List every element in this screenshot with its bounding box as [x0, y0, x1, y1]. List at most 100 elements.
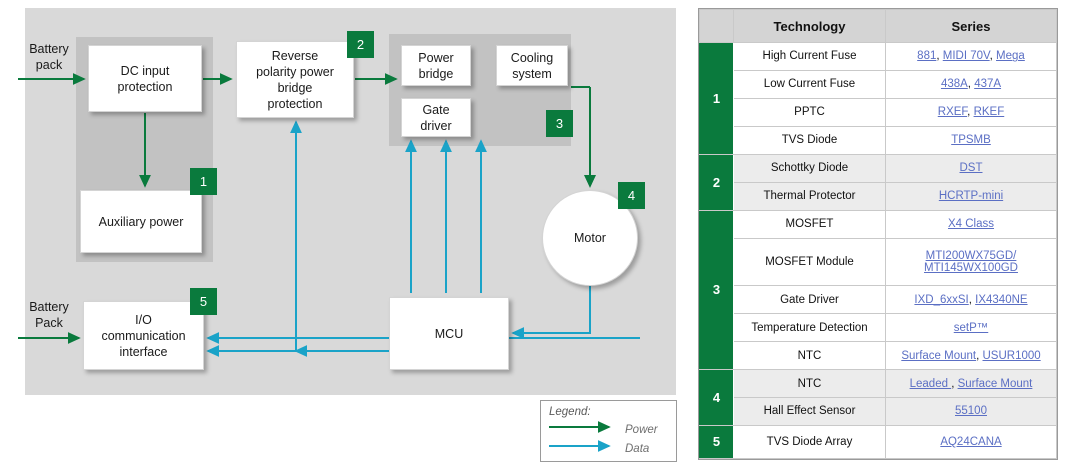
table-header-row: Technology Series: [699, 9, 1057, 43]
table-row: Thermal Protector HCRTP-mini: [700, 181, 1057, 211]
series-cell: MTI200WX75GD/MTI145WX100GD: [885, 237, 1057, 287]
technology-cell: MOSFET: [733, 209, 886, 239]
badge-3: 3: [546, 110, 573, 137]
table-row: Temperature Detection setP™: [700, 313, 1057, 343]
group-number-cell: 5: [699, 424, 734, 460]
series-separator: ,: [967, 78, 975, 91]
series-separator: ,: [989, 50, 997, 63]
technology-cell: Schottky Diode: [733, 153, 886, 183]
series-link[interactable]: 437A: [974, 78, 1002, 91]
series-separator: ,: [967, 106, 974, 119]
series-cell: IXD_6xxSI, IX4340NE: [885, 285, 1057, 315]
series-cell: DST: [885, 153, 1057, 183]
series-cell: setP™: [885, 313, 1057, 343]
connection-wires: [18, 73, 640, 357]
group-number-cell: 4: [699, 369, 734, 426]
technology-cell: Low Current Fuse: [733, 69, 886, 99]
group-number-cell: 1: [699, 42, 734, 155]
series-link[interactable]: MIDI 70V: [942, 50, 990, 63]
node-mcu[interactable]: MCU: [389, 297, 509, 370]
series-cell: 55100: [885, 396, 1057, 426]
technology-cell: TVS Diode Array: [733, 424, 886, 460]
column-header-group: [699, 9, 734, 43]
badge-1: 1: [190, 168, 217, 195]
technology-cell: High Current Fuse: [733, 42, 886, 71]
technology-cell: MOSFET Module: [733, 237, 886, 287]
series-link[interactable]: AQ24CANA: [940, 435, 1002, 448]
series-link[interactable]: HCRTP-mini: [938, 190, 1004, 203]
series-separator: ,: [936, 50, 943, 63]
series-link[interactable]: TPSMB: [951, 134, 991, 147]
series-link[interactable]: Mega: [996, 50, 1025, 63]
series-cell: TPSMB: [885, 125, 1057, 155]
series-cell: RXEF, RKEF: [885, 97, 1057, 127]
series-separator: ,: [968, 293, 976, 306]
legend-label-power: Power: [625, 424, 658, 436]
technology-cell: NTC: [733, 369, 886, 398]
series-link[interactable]: DST: [959, 162, 983, 175]
technology-cell: TVS Diode: [733, 125, 886, 155]
series-link[interactable]: 55100: [955, 405, 987, 418]
series-link[interactable]: 881: [917, 50, 937, 63]
series-link[interactable]: Surface Mount: [901, 349, 977, 362]
series-link[interactable]: setP™: [953, 321, 989, 334]
series-cell: AQ24CANA: [885, 424, 1057, 460]
series-link[interactable]: MTI145WX100GD: [924, 261, 1018, 274]
badge-5: 5: [190, 288, 217, 315]
badge-2: 2: [347, 31, 374, 58]
series-link[interactable]: IXD_6xxSI: [914, 293, 969, 306]
series-cell: Surface Mount, USUR1000: [885, 341, 1057, 371]
group-number-cell: 2: [699, 153, 734, 211]
technology-cell: Hall Effect Sensor: [733, 396, 886, 426]
table-row: TVS Diode TPSMB: [700, 125, 1057, 155]
series-separator: ,: [976, 349, 983, 362]
column-header-series: Series: [885, 9, 1057, 43]
series-cell: 881, MIDI 70V, Mega: [885, 42, 1057, 71]
series-link[interactable]: 438A: [940, 78, 968, 91]
series-cell: HCRTP-mini: [885, 181, 1057, 211]
series-cell: 438A, 437A: [885, 69, 1057, 99]
series-link[interactable]: X4 Class: [947, 218, 995, 231]
series-link[interactable]: USUR1000: [982, 349, 1041, 362]
technology-cell: Temperature Detection: [733, 313, 886, 343]
series-link[interactable]: MTI200WX75GD/: [925, 249, 1017, 262]
series-separator: ,: [951, 377, 958, 390]
series-link[interactable]: Leaded: [909, 377, 952, 390]
series-link[interactable]: RKEF: [973, 106, 1005, 119]
node-auxiliary-power[interactable]: Auxiliary power: [80, 190, 202, 253]
legend-title: Legend:: [549, 406, 591, 418]
column-header-technology: Technology: [733, 9, 886, 43]
technology-cell: PPTC: [733, 97, 886, 127]
technology-cell: Thermal Protector: [733, 181, 886, 211]
badge-4: 4: [618, 182, 645, 209]
series-link[interactable]: Surface Mount: [957, 377, 1033, 390]
table-row: Hall Effect Sensor 55100: [700, 396, 1057, 426]
series-cell: X4 Class: [885, 209, 1057, 239]
technology-cell: Gate Driver: [733, 285, 886, 315]
series-cell: Leaded , Surface Mount: [885, 369, 1057, 398]
series-link[interactable]: RXEF: [937, 106, 968, 119]
legend-label-data: Data: [625, 443, 650, 455]
series-link[interactable]: IX4340NE: [975, 293, 1028, 306]
